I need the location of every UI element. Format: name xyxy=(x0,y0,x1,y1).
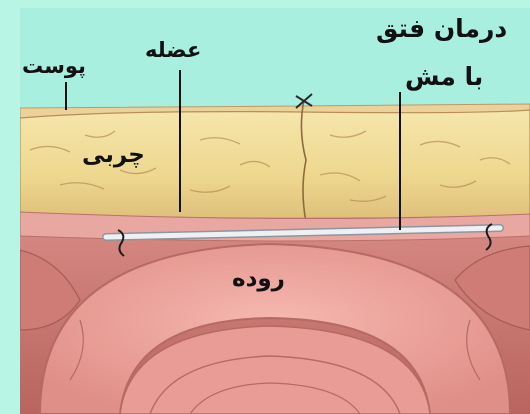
label-fat: چربی xyxy=(82,142,145,168)
label-treatment-line1: درمان فتق xyxy=(376,14,507,43)
label-skin: پوست xyxy=(22,54,86,78)
label-muscle: عضله xyxy=(145,38,201,62)
label-treatment-line2: با مش xyxy=(405,62,483,91)
label-intestine: روده xyxy=(232,266,285,292)
